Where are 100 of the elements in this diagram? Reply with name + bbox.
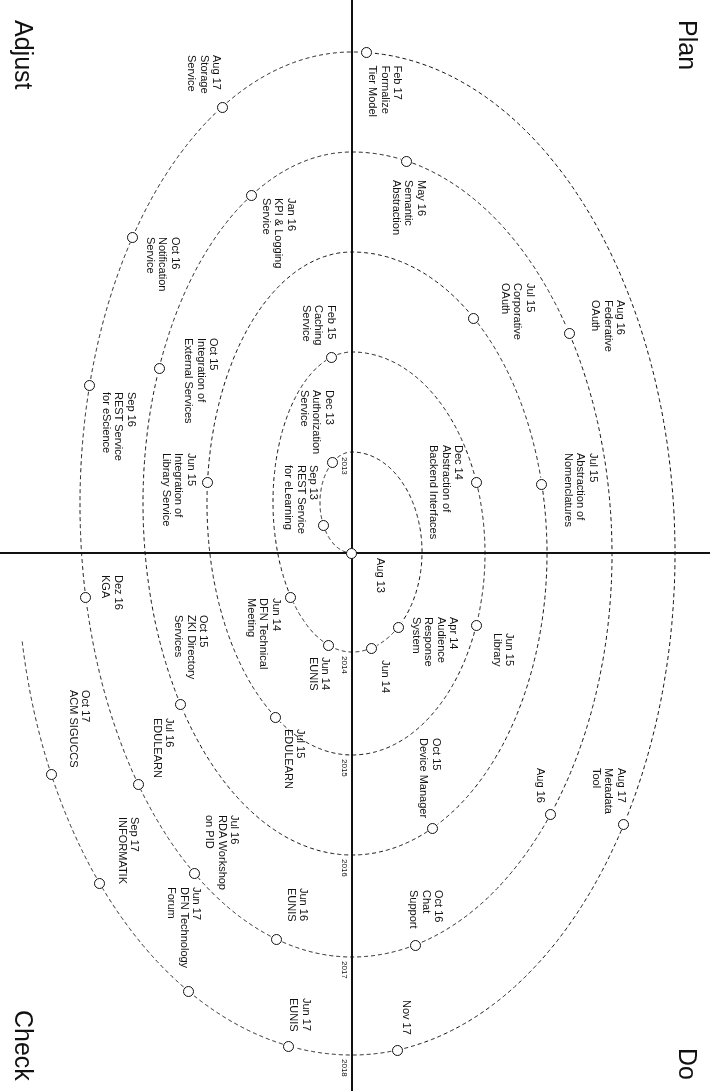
dashed-line: [411, 162, 567, 327]
milestone-circle: [392, 621, 404, 633]
milestone-circle: [545, 808, 557, 820]
date-label: Aug 16: [614, 300, 628, 335]
date-label: Feb 15: [325, 305, 338, 340]
milestone-circle: [427, 822, 439, 834]
milestone-circle: [174, 698, 186, 710]
dashed-line: [279, 631, 475, 756]
dashed-line: [333, 647, 367, 653]
milestone-circle: [322, 639, 334, 651]
dashed-line: [437, 490, 548, 825]
milestone-circle: [409, 939, 421, 951]
date-label: Jun 15: [503, 633, 517, 667]
milestone-label: ZKI Directory Services: [172, 615, 198, 682]
dashed-line: [160, 198, 248, 363]
date-label: Dec 13: [323, 390, 336, 425]
year-label: 2016: [340, 859, 349, 877]
year-label: 2018: [340, 1059, 349, 1077]
date-label: Sep 17: [128, 817, 142, 852]
dashed-line: [336, 351, 475, 476]
year-label: 2013: [340, 457, 349, 475]
date-label: Oct 17: [79, 690, 93, 723]
milestone-label: DFN Technology Forum: [165, 887, 191, 971]
milestone-label: Notification Service: [144, 237, 170, 294]
date-label: Jul 16: [228, 815, 242, 845]
milestone-label: INFORMATIK: [116, 817, 129, 884]
milestone-label: EUNIS: [287, 998, 301, 1032]
dashed-line: [374, 52, 676, 818]
milestone-circle: [188, 867, 200, 879]
date-label: Oct 16: [432, 890, 445, 923]
year-label: 2014: [340, 656, 349, 674]
date-label: Jul 15: [587, 453, 600, 483]
milestone-label: ACM SIGUCCS: [67, 690, 80, 768]
milestone-circle: [283, 1040, 295, 1052]
date-label: Jul 15: [524, 283, 537, 313]
dashed-line: [90, 242, 131, 380]
milestone-circle: [618, 818, 630, 830]
date-label: Jun 17: [190, 887, 204, 921]
milestone-circle: [285, 591, 297, 603]
date-label: Sep 13: [307, 465, 321, 500]
date-label: Aug 13: [374, 558, 387, 593]
milestone-circle: [246, 189, 258, 201]
date-label: Jun 14: [379, 660, 392, 694]
milestone-circle: [93, 877, 105, 889]
milestone-label: Audience Response System: [410, 617, 448, 669]
milestone-label: RDA Workshop on PID: [203, 815, 229, 892]
date-label: Apr 14: [447, 617, 461, 650]
phase-label: Do: [674, 1048, 702, 1080]
date-label: Aug 17: [615, 768, 628, 803]
dashed-line: [134, 110, 218, 232]
date-label: Jun 16: [297, 888, 311, 922]
milestone-label: Formalize Tier Model: [366, 65, 392, 120]
milestone-circle: [326, 351, 338, 363]
milestone-label: Authorization Service: [298, 390, 324, 457]
milestone-label: Corporative OAuth: [499, 283, 525, 342]
milestone-circle: [84, 379, 96, 391]
date-label: Nov 17: [401, 1000, 414, 1035]
milestone-label: KPI & Logging Service: [260, 198, 286, 271]
phase-label: Check: [10, 1010, 38, 1081]
milestone-circle: [366, 642, 378, 654]
milestone-circle: [270, 933, 282, 945]
milestone-label: Federative OAuth: [589, 300, 615, 354]
milestone-circle: [80, 591, 92, 603]
dashed-line: [420, 819, 549, 944]
milestone-label: DFN Technical Meeting: [245, 598, 271, 672]
dashed-line: [553, 339, 613, 808]
milestone-circle: [392, 1044, 403, 1056]
dashed-line: [197, 877, 272, 937]
milestone-circle: [470, 619, 482, 631]
dashed-line: [319, 466, 330, 520]
dashed-line: [140, 789, 191, 869]
date-label: Oct 15: [430, 738, 443, 771]
date-label: Oct 16: [169, 237, 182, 270]
dashed-line: [142, 374, 179, 699]
milestone-circle: [202, 476, 214, 488]
dashed-line: [52, 779, 97, 879]
milestone-label: Integration of External Services: [182, 338, 208, 426]
milestone-circle: [45, 768, 57, 780]
dashed-line: [256, 151, 402, 192]
milestone-circle: [132, 778, 144, 790]
dashed-line: [206, 488, 272, 713]
date-label: Oct 15: [197, 615, 211, 648]
milestone-label: Integration of Library Service: [160, 453, 186, 529]
milestone-label: Device Manager: [417, 738, 431, 819]
milestone-label: Chat Support: [407, 890, 433, 931]
dashed-line: [403, 829, 622, 1049]
milestone-circle: [563, 327, 575, 339]
year-label: 2017: [340, 961, 349, 979]
dashed-line: [192, 994, 284, 1045]
dashed-line: [272, 359, 327, 592]
milestone-label: Metadata Tool: [590, 768, 616, 816]
milestone-circle: [182, 985, 194, 997]
phase-label: Adjust: [10, 20, 38, 90]
date-label: Jun 14: [319, 657, 333, 691]
dashed-line: [102, 887, 185, 988]
milestone-label: KGA: [99, 575, 113, 599]
year-label: 2015: [340, 759, 349, 777]
milestone-label: EUNIS: [285, 888, 298, 922]
milestone-circle: [127, 231, 139, 243]
date-label: May 16: [415, 180, 428, 217]
